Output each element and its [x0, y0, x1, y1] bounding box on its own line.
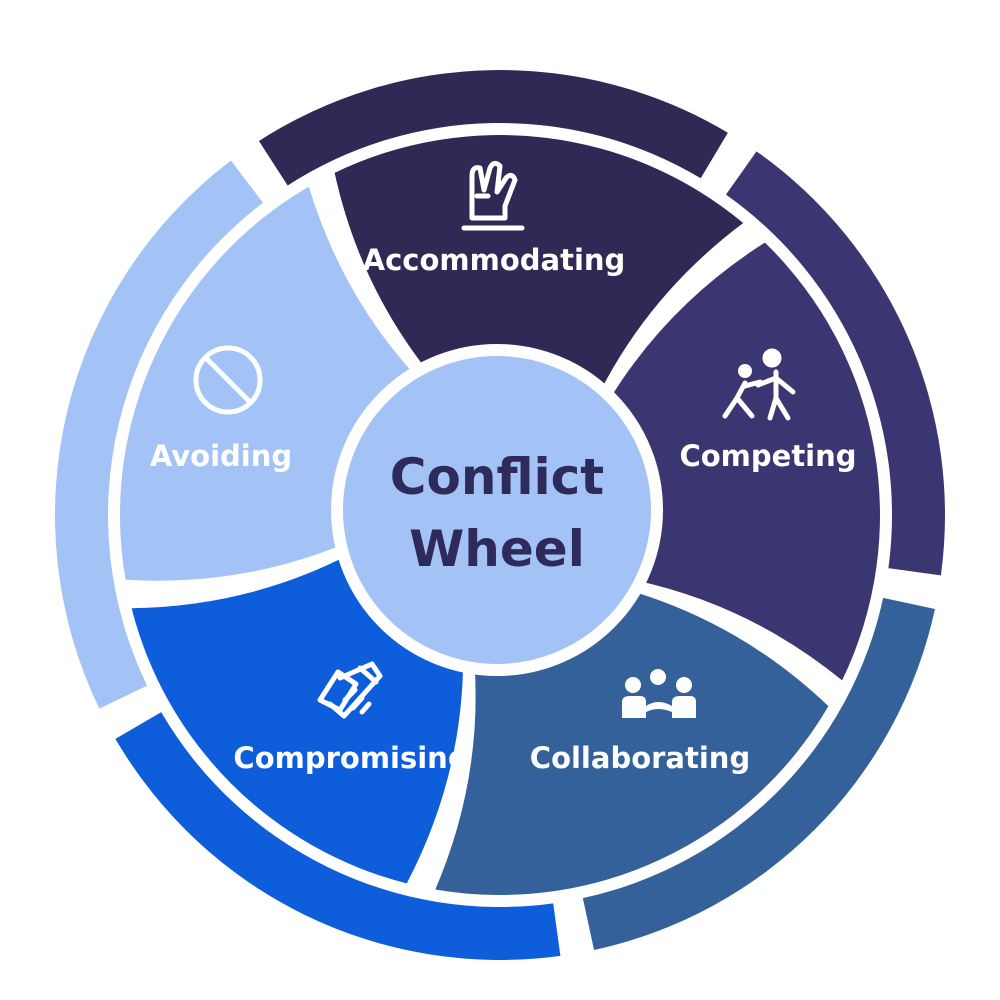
outer-arc-collaborating	[582, 597, 935, 950]
outer-arc-competing	[725, 151, 946, 576]
pushing-people-icon	[722, 348, 796, 421]
segment-label-accommodating: Accommodating	[363, 243, 626, 277]
ring-gap	[108, 123, 892, 907]
handshake-icon	[317, 661, 383, 719]
outer-arc-compromising	[115, 712, 561, 960]
segment-accommodating	[258, 70, 744, 400]
outer-arc-accommodating	[258, 70, 728, 186]
inner-wedge-competing	[604, 242, 881, 681]
segment-label-competing: Competing	[679, 439, 856, 473]
group-meeting-icon	[622, 669, 696, 718]
raised-hand-icon	[461, 160, 525, 231]
inner-wedge-compromising	[131, 551, 464, 884]
outer-arc-avoiding	[54, 160, 263, 709]
segment-label-compromising: Compromising	[233, 741, 468, 775]
inner-wedge-accommodating	[334, 135, 744, 400]
segment-label-collaborating: Collaborating	[530, 741, 750, 775]
segment-compromising	[115, 551, 561, 960]
center-title-line2: Wheel	[409, 520, 585, 578]
segment-competing	[604, 151, 946, 681]
center-circle	[331, 344, 663, 676]
center-title-line1: Conflict	[390, 448, 604, 506]
prohibited-icon	[193, 345, 263, 415]
segment-label-avoiding: Avoiding	[150, 439, 292, 473]
